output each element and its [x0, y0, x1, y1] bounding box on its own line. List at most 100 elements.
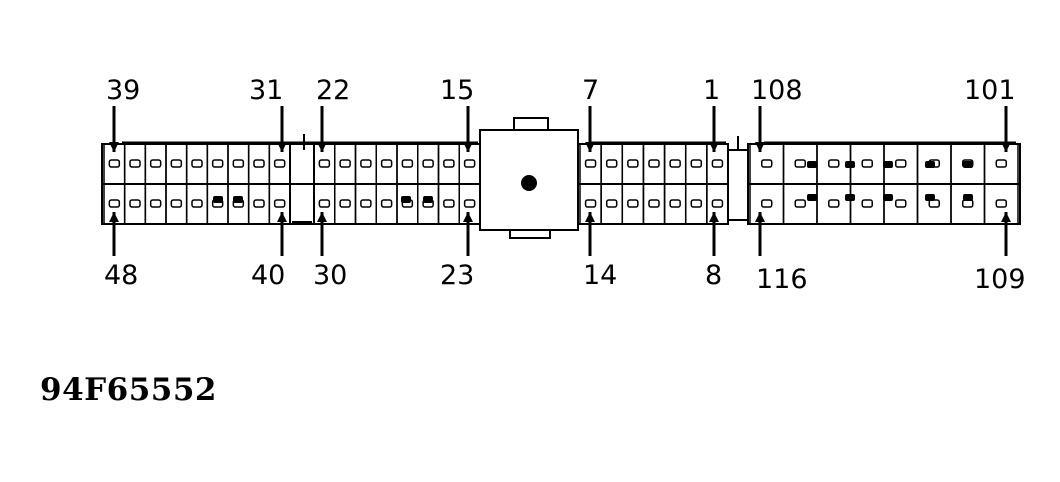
left-top-cell [227, 143, 250, 185]
arrow-pin-22-head [317, 142, 327, 152]
left2-top-terminal [443, 159, 455, 168]
right-top-terminal [794, 159, 806, 168]
right-bottom-terminal [895, 199, 907, 208]
right-top-terminal [761, 159, 773, 168]
right-bottom-terminal [861, 199, 873, 208]
right-bottom-cell [916, 183, 952, 225]
left2-top-cell [313, 143, 336, 185]
middle-bottom-cell [684, 183, 708, 225]
middle-top-cell [621, 143, 645, 185]
left-bottom-terminal [170, 199, 183, 208]
left-top-cell [247, 143, 271, 185]
middle-top-cell [600, 143, 624, 185]
pin-label-14: 14 [583, 260, 617, 291]
right-bottom-cell [849, 183, 885, 225]
pin-label-101: 101 [964, 75, 1016, 106]
left2-bottom-cell [354, 183, 377, 225]
filled-terminal [423, 196, 433, 203]
left2-top-terminal [422, 159, 434, 168]
left2-bottom-cell [396, 183, 419, 225]
arrow-pin-39-head [109, 142, 119, 152]
middle-bottom-terminal [669, 199, 681, 208]
arrow-pin-30-head [317, 212, 327, 222]
left-bottom-cell [144, 183, 167, 225]
arrow-pin-108-head [755, 142, 765, 152]
right-bottom-cell [749, 183, 785, 225]
right-top-cell [849, 143, 885, 185]
center-block-tab-bottom [509, 230, 551, 239]
left2-top-terminal [318, 159, 331, 168]
right-top-terminal [895, 159, 907, 168]
pin-label-40: 40 [251, 260, 285, 291]
left2-top-terminal [339, 159, 351, 168]
connector-body [101, 117, 1021, 239]
pin-label-109: 109 [974, 264, 1026, 295]
pin-label-39: 39 [106, 75, 140, 106]
pin-label-31: 31 [249, 75, 283, 106]
middle-top-cell [642, 143, 666, 185]
pin-label-23: 23 [440, 260, 474, 291]
left-bottom-cell [247, 183, 271, 225]
left-bottom-cell [165, 183, 188, 225]
pin-label-22: 22 [316, 75, 350, 106]
left2-top-terminal [360, 159, 372, 168]
left-bottom-cell [268, 183, 291, 225]
left2-bottom-cell [437, 183, 460, 225]
left-bottom-terminal [273, 199, 286, 208]
left-top-cell [165, 143, 188, 185]
left-top-terminal [149, 159, 162, 168]
filled-terminal [845, 194, 855, 201]
left2-bottom-cell [458, 183, 481, 225]
filled-terminal [963, 161, 973, 168]
middle-top-cell [663, 143, 687, 185]
right-bottom-cell [983, 183, 1019, 225]
center-block-tab-top [513, 117, 549, 130]
left-top-terminal [253, 159, 265, 168]
arrow-pin-40-head [277, 212, 287, 222]
right-bottom-terminal [962, 199, 974, 208]
left-bottom-cell [185, 183, 209, 225]
left2-bottom-terminal [318, 199, 331, 208]
filled-terminal [807, 161, 817, 168]
middle-bottom-terminal [605, 199, 618, 208]
right-bottom-terminal [928, 199, 940, 208]
filled-terminal [925, 161, 935, 168]
left2-bottom-terminal [339, 199, 351, 208]
pin-label-1: 1 [703, 75, 720, 106]
left-top-terminal [273, 159, 286, 168]
left2-bottom-terminal [463, 199, 476, 208]
middle-top-cell [684, 143, 708, 185]
right-top-cell [983, 143, 1019, 185]
left2-top-cell [375, 143, 398, 185]
right-bottom-terminal [995, 199, 1007, 208]
left-bottom-terminal [149, 199, 162, 208]
middle-top-terminal [711, 159, 724, 168]
separator-post [727, 149, 749, 221]
arrow-pin-14-head [585, 212, 595, 222]
left-bottom-cell [206, 183, 229, 225]
left-bottom-terminal [129, 199, 141, 208]
right-top-terminal [828, 159, 840, 168]
filled-terminal [963, 194, 973, 201]
left2-bottom-terminal [360, 199, 372, 208]
right-bottom-terminal [828, 199, 840, 208]
left-top-terminal [211, 159, 224, 168]
arrow-pin-31-head [277, 142, 287, 152]
diagram-code: 94F65552 [40, 372, 217, 408]
pin-label-8: 8 [705, 260, 722, 291]
middle-top-terminal [584, 159, 597, 168]
left2-top-cell [334, 143, 357, 185]
terminal-cells [103, 143, 1019, 225]
right-bottom-cell [950, 183, 986, 225]
left-top-cell [144, 143, 167, 185]
left-top-terminal [129, 159, 141, 168]
left2-top-cell [458, 143, 481, 185]
middle-bottom-terminal [584, 199, 597, 208]
middle-bottom-cell [600, 183, 624, 225]
pin-label-48: 48 [104, 260, 138, 291]
pin-label-30: 30 [313, 260, 347, 291]
center-hole [521, 175, 537, 191]
left-bottom-cell [227, 183, 250, 225]
filled-terminal [213, 196, 223, 203]
left-top-terminal [232, 159, 245, 168]
